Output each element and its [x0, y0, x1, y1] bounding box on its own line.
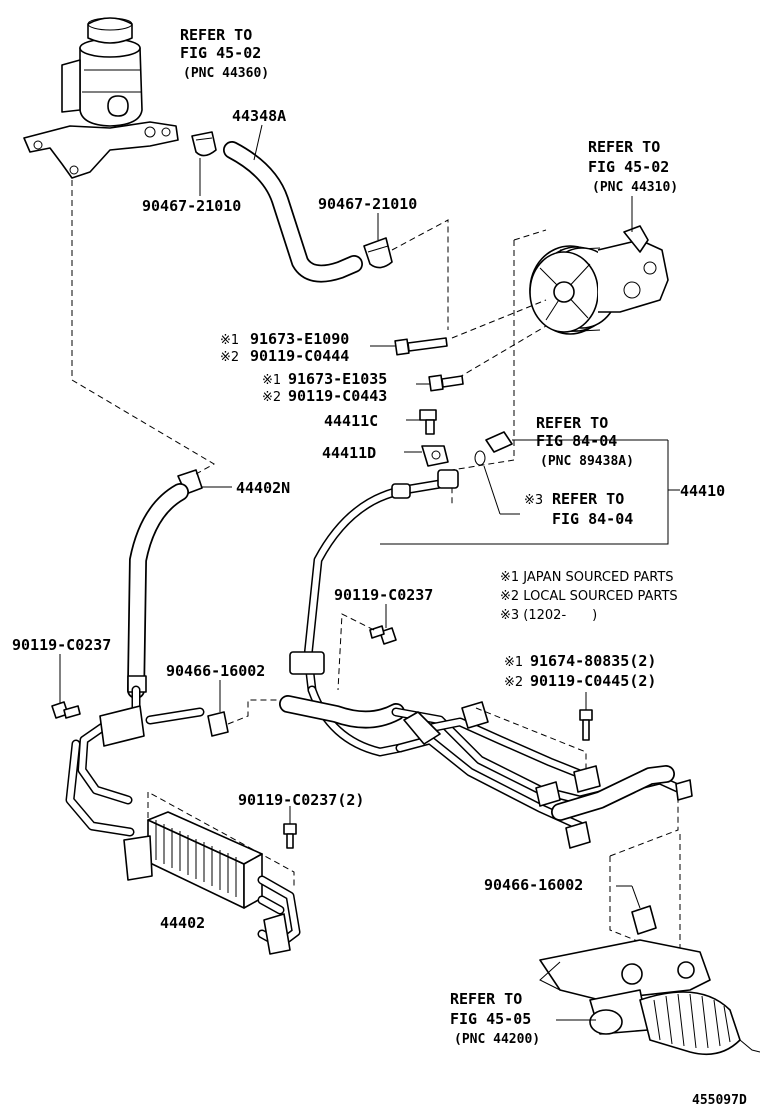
bolt-91673-e1035	[416, 374, 464, 392]
bolt-91673-e1090	[370, 337, 448, 356]
union-44411c	[406, 409, 437, 435]
figure-id: 455097D	[692, 1093, 747, 1108]
label-bolt-rack-local: 90119-C0445(2)	[530, 672, 656, 690]
mark1-bolt2: ※1	[262, 373, 281, 388]
pump-assembly	[529, 196, 669, 335]
oil-cooler-44402	[123, 811, 301, 955]
label-bolt-rack-jp: 91674-80835(2)	[530, 652, 656, 670]
gear-ref-line3: (PNC 44200)	[454, 1032, 540, 1047]
label-bolt2-local: 90119-C0443	[288, 387, 387, 405]
sensor-ref-line1: REFER TO	[536, 414, 608, 432]
cooler-tubes-left	[65, 685, 205, 837]
hose-44348a	[223, 124, 363, 283]
label-bolt2-jp: 91673-E1035	[288, 370, 387, 388]
label-cooler: 44402	[160, 914, 205, 932]
mark1-bolt-rack: ※1	[504, 655, 523, 670]
sensor2-ref-line2: FIG 84-04	[552, 510, 633, 528]
mark1-bolt1: ※1	[220, 333, 239, 348]
sensor2-ref-label: ※3 REFER TO FIG 84-04	[524, 490, 633, 528]
reservoir-ref-label: REFER TO FIG 45-02 (PNC 44360)	[180, 26, 269, 81]
pump-ref-line3: (PNC 44310)	[592, 180, 678, 195]
reservoir-ref-line1: REFER TO	[180, 26, 252, 44]
label-clip-44402n: 44402N	[236, 479, 290, 497]
sensor2-ref-prefix: ※3	[524, 493, 543, 508]
return-hose	[127, 483, 189, 699]
label-union-c: 44411C	[324, 412, 378, 430]
label-bolt1-local: 90119-C0444	[250, 347, 349, 365]
bolt-rack	[579, 692, 593, 741]
gear-ref-line2: FIG 45-05	[450, 1010, 531, 1028]
label-pressure-tube: 44410	[680, 482, 725, 500]
bolt-left-90119-c0237	[51, 654, 81, 719]
label-bolt-cooler: 90119-C0237(2)	[238, 791, 364, 809]
note-japan: ※1 JAPAN SOURCED PARTS	[500, 570, 674, 585]
sensor-ref-label: REFER TO FIG 84-04 (PNC 89438A)	[536, 414, 634, 469]
label-bolt1-jp: 91673-E1090	[250, 330, 349, 348]
label-clamp-right: 90467-21010	[318, 195, 417, 213]
pressure-sensor	[474, 431, 668, 515]
pump-ref-label: REFER TO FIG 45-02 (PNC 44310)	[588, 138, 678, 195]
sensor2-ref-line1: REFER TO	[552, 490, 624, 508]
note-1202: ※3 (1202- )	[500, 608, 597, 623]
label-union-d: 44411D	[322, 444, 376, 462]
gear-ref-label: REFER TO FIG 45-05 (PNC 44200)	[450, 990, 540, 1047]
label-bolt-left: 90119-C0237	[12, 636, 111, 654]
pump-ref-line1: REFER TO	[588, 138, 660, 156]
label-clamp-left: 90467-21010	[142, 197, 241, 215]
note-local: ※2 LOCAL SOURCED PARTS	[500, 589, 678, 604]
steering-gear	[539, 939, 760, 1056]
reservoir-assembly	[23, 17, 179, 179]
label-clamp-mid: 90466-16002	[166, 662, 265, 680]
union-44411d	[404, 445, 449, 467]
reservoir-ref-line3: (PNC 44360)	[183, 66, 269, 81]
mark2-bolt-rack: ※2	[504, 675, 523, 690]
bolt-mid-90119-c0237	[369, 604, 397, 645]
pump-ref-line2: FIG 45-02	[588, 158, 669, 176]
clamp-90467-left	[191, 131, 217, 196]
label-bolt-mid: 90119-C0237	[334, 586, 433, 604]
label-clamp-rack: 90466-16002	[484, 876, 583, 894]
clamp-90467-right	[363, 213, 393, 269]
rack-tubes	[279, 695, 693, 849]
reservoir-ref-line2: FIG 45-02	[180, 44, 261, 62]
clamp-90466-mid	[207, 680, 229, 737]
mark2-bolt1: ※2	[220, 350, 239, 365]
mark2-bolt2: ※2	[262, 390, 281, 405]
bolt-cooler-90119-c0237	[283, 806, 297, 849]
gear-ref-line1: REFER TO	[450, 990, 522, 1008]
label-hose-44348a: 44348A	[232, 107, 286, 125]
notes-block: ※1 JAPAN SOURCED PARTS ※2 LOCAL SOURCED …	[500, 570, 678, 623]
clamp-90466-rack	[616, 885, 657, 935]
sensor-ref-line3: (PNC 89438A)	[540, 454, 634, 469]
sensor-ref-line2: FIG 84-04	[536, 432, 617, 450]
